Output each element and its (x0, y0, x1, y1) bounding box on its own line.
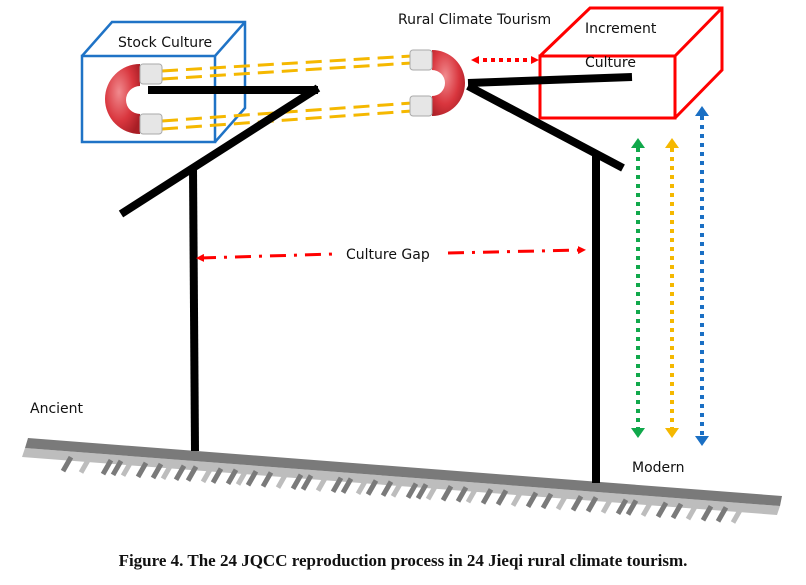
tourism-magnet-icon (409, 49, 465, 117)
ground-hatch (380, 480, 394, 497)
ground-hatch (585, 496, 599, 513)
ground-hatch (540, 492, 554, 510)
ground-hatch (235, 469, 249, 486)
culture-label: Culture (585, 55, 636, 71)
ground-bar (25, 438, 782, 506)
ground-hatch (655, 501, 669, 519)
ground-hatch (185, 465, 199, 482)
ground-hatch (390, 481, 404, 498)
blue-arrow (695, 106, 709, 446)
ground-hatch (300, 474, 314, 491)
ground (22, 438, 782, 524)
ground-hatch (685, 503, 699, 521)
yellow-arrow (665, 138, 679, 438)
ground-hatch (200, 466, 214, 484)
ground-hatch (290, 473, 304, 490)
ground-hatch (110, 459, 124, 477)
increment-culture-box (538, 6, 724, 120)
ground-hatch (315, 475, 329, 492)
ground-hatch (600, 497, 614, 514)
ground-hatch (60, 455, 74, 473)
ground-hatch (340, 477, 354, 494)
figure-caption: Figure 4. The 24 JQCC reproduction proce… (118, 551, 688, 570)
ground-hatch (365, 479, 379, 496)
ground-hatches (60, 455, 744, 524)
ground-hatch (120, 460, 134, 477)
ground-hatch (415, 483, 429, 500)
ground-hatch (405, 482, 419, 499)
green-arrow (631, 138, 645, 438)
ground-hatch (330, 476, 344, 494)
ground-hatch (160, 463, 174, 480)
ground-shadow (22, 448, 780, 515)
ground-hatch (525, 491, 539, 509)
ground-hatch (135, 461, 149, 479)
ground-hatch (100, 458, 114, 476)
modern-label: Modern (632, 460, 685, 476)
culture-gap-label: Culture Gap (346, 247, 430, 263)
culture-gap-arrow (196, 246, 586, 262)
ground-hatch (275, 472, 289, 489)
ground-hatch (210, 467, 224, 484)
stock-magnet-icon (105, 63, 163, 135)
ground-hatch (480, 488, 494, 505)
ground-hatch (78, 457, 92, 474)
ground-hatch (670, 502, 684, 520)
ground-hatch (150, 462, 164, 480)
ground-hatch (495, 489, 509, 506)
ground-hatch (260, 471, 274, 488)
left-house-frame (118, 84, 321, 452)
ground-hatch (510, 490, 524, 507)
modern-ancient-arrows (631, 106, 709, 446)
ground-hatch (245, 470, 259, 487)
stock-culture-label: Stock Culture (118, 35, 212, 51)
increment-label: Increment (585, 21, 657, 37)
ground-hatch (730, 507, 744, 524)
ground-hatch (440, 485, 454, 502)
ground-hatch (570, 495, 584, 512)
ground-hatch (455, 486, 469, 503)
ground-hatch (465, 486, 479, 504)
right-house-frame (466, 73, 633, 483)
ground-hatch (225, 468, 239, 485)
ground-hatch (425, 483, 439, 501)
ancient-label: Ancient (30, 401, 84, 417)
rural-climate-tourism-label: Rural Climate Tourism (398, 12, 551, 28)
ground-hatch (173, 464, 187, 481)
stock-culture-box (80, 20, 247, 144)
ground-hatch (700, 504, 714, 522)
ground-hatch (355, 478, 369, 495)
ground-hatch (715, 506, 729, 523)
ground-hatch (640, 500, 654, 517)
ground-hatch (625, 499, 639, 516)
ground-hatch (615, 498, 629, 515)
ground-hatch (555, 493, 569, 511)
